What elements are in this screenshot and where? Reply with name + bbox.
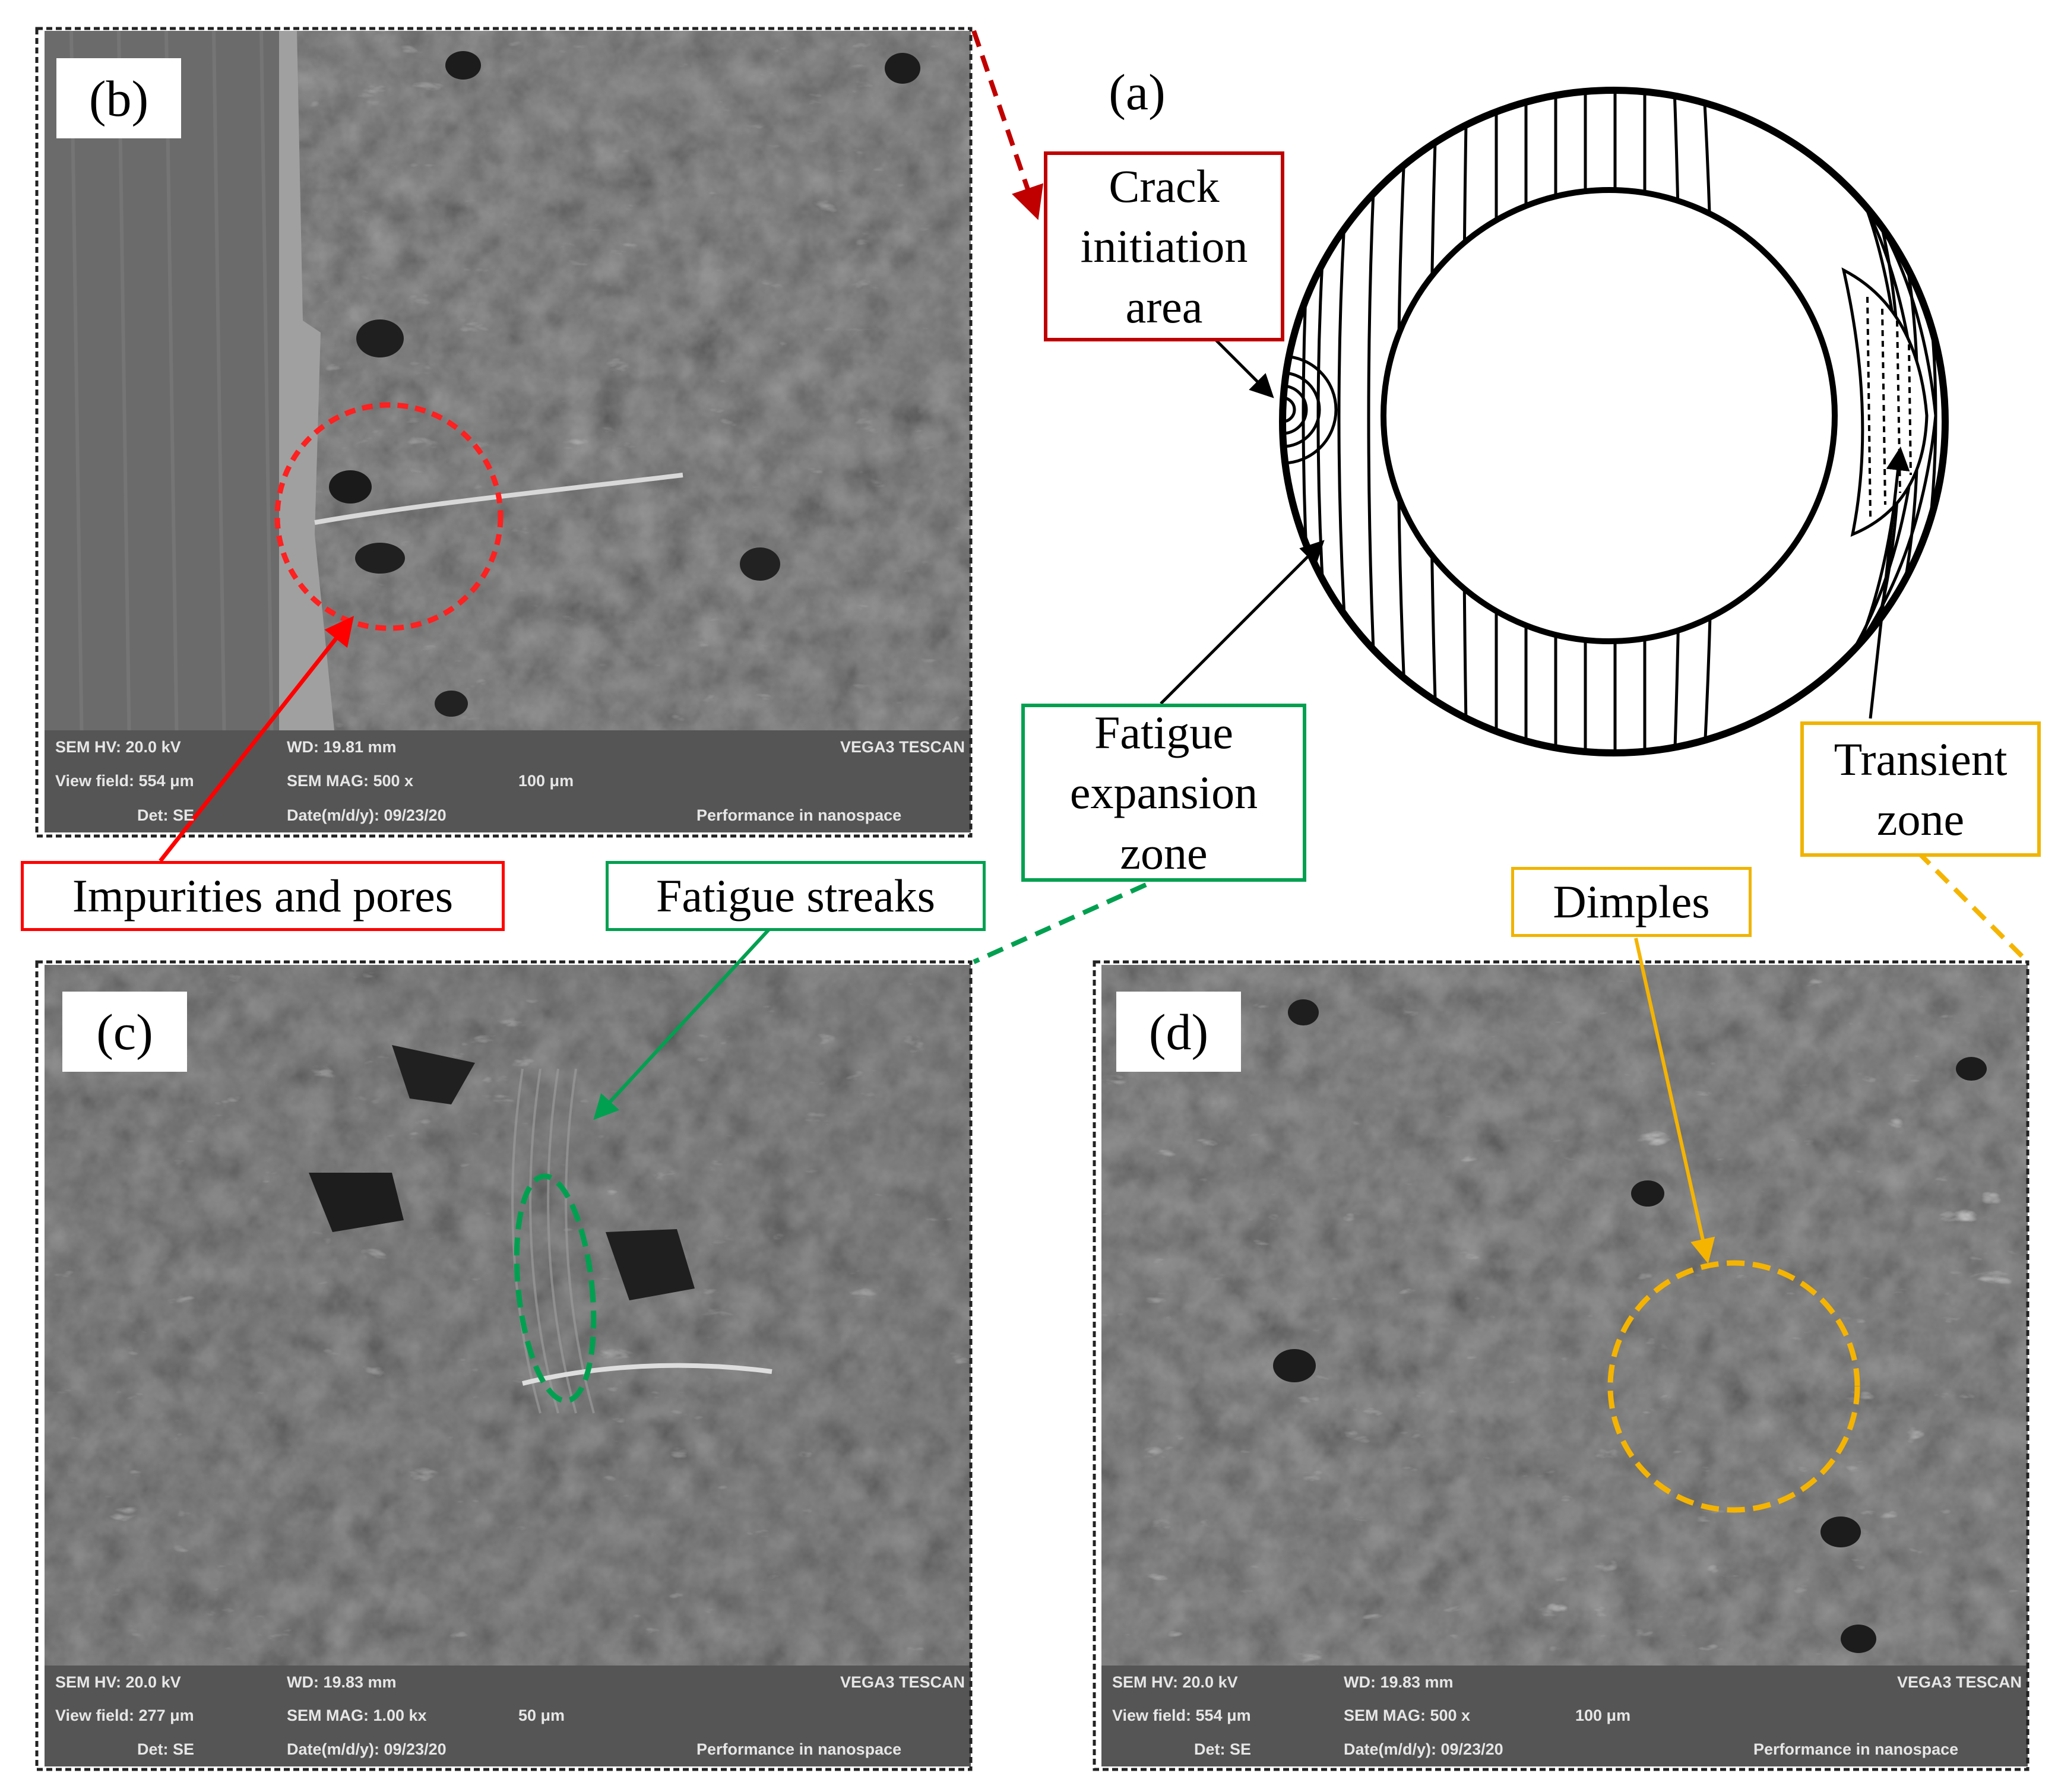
dimples-label: Dimples <box>1553 876 1710 928</box>
impurities-arrow <box>159 616 354 863</box>
dimples-arrow <box>1634 938 1715 1264</box>
connector-a-to-d <box>1916 850 2027 961</box>
panel-c-border <box>35 960 973 1771</box>
crack-initiation-line-3: area <box>1125 280 1203 333</box>
sem-image-b <box>45 31 971 832</box>
crack-initiation-line-2: initiation <box>1080 220 1248 273</box>
connector-b-to-a <box>971 30 1044 220</box>
sem-brand-c: VEGA3 TESCAN <box>840 1673 965 1691</box>
panel-d-border <box>1093 960 2029 1771</box>
sem-wd-c: WD: 19.83 mm <box>287 1673 397 1691</box>
sem-det-d: Det: SE <box>1193 1740 1252 1759</box>
sem-hv-b: SEM HV: 20.0 kV <box>55 738 181 756</box>
impurities-label: Impurities and pores <box>72 870 454 922</box>
sem-mag-d: SEM MAG: 500 x <box>1344 1706 1471 1725</box>
sem-mag-b: SEM MAG: 500 x <box>287 772 414 790</box>
sem-info-bar-b: SEM HV: 20.0 kV WD: 19.81 mm VEGA3 TESCA… <box>45 730 971 832</box>
fatigue-streaks-arrow <box>593 925 774 1120</box>
sem-image-c <box>45 965 971 1766</box>
sem-scalebar-d <box>1565 1666 1743 1699</box>
panel-tag-d: (d) <box>1116 992 1241 1072</box>
panel-tag-c: (c) <box>62 992 187 1072</box>
sem-hv-c: SEM HV: 20.0 kV <box>55 1673 181 1691</box>
sem-viewfield-b: View field: 554 μm <box>55 772 194 790</box>
sem-viewfield-d: View field: 554 μm <box>1112 1706 1251 1725</box>
sem-wd-d: WD: 19.83 mm <box>1344 1673 1454 1691</box>
sem-brand-b: VEGA3 TESCAN <box>840 738 965 756</box>
crack-initiation-callout: Crack initiation area <box>1044 151 1284 341</box>
fatigue-streaks-callout: Fatigue streaks <box>606 861 986 931</box>
sem-date-c: Date(m/d/y): 09/23/20 <box>287 1740 447 1759</box>
sem-brand-d: VEGA3 TESCAN <box>1896 1673 2022 1691</box>
impurities-callout: Impurities and pores <box>21 861 505 931</box>
impurities-highlight <box>274 402 504 631</box>
sem-slogan-d: Performance in nanospace <box>1753 1740 1959 1759</box>
panel-tag-a: (a) <box>1101 59 1173 125</box>
sem-det-c: Det: SE <box>137 1740 195 1759</box>
fatigue-streaks-highlight <box>514 1173 597 1404</box>
sem-slogan-c: Performance in nanospace <box>696 1740 902 1759</box>
sem-scalebar-c <box>508 1666 686 1699</box>
sem-scalebar-b <box>508 730 686 764</box>
sem-wd-b: WD: 19.81 mm <box>287 738 397 756</box>
fatigue-expansion-line-3: zone <box>1120 827 1208 879</box>
sem-viewfield-c: View field: 277 μm <box>55 1706 194 1725</box>
transient-zone-callout: Transient zone <box>1800 721 2041 857</box>
sem-info-bar-c: SEM HV: 20.0 kV WD: 19.83 mm VEGA3 TESCA… <box>45 1666 971 1766</box>
crack-initiation-line-1: Crack <box>1109 160 1220 212</box>
sem-image-d <box>1101 965 2028 1766</box>
sem-scale-c: 50 μm <box>518 1706 565 1725</box>
panel-tag-b: (b) <box>56 58 181 138</box>
sem-slogan-b: Performance in nanospace <box>696 806 902 824</box>
dimples-callout: Dimples <box>1511 867 1752 937</box>
sem-info-bar-d: SEM HV: 20.0 kV WD: 19.83 mm VEGA3 TESCA… <box>1101 1666 2028 1766</box>
transient-zone-arrow <box>1869 447 1910 719</box>
sem-mag-c: SEM MAG: 1.00 kx <box>287 1706 427 1725</box>
sem-date-d: Date(m/d/y): 09/23/20 <box>1344 1740 1503 1759</box>
fatigue-expansion-arrow <box>1160 540 1325 705</box>
connector-a-to-c <box>973 882 1147 964</box>
sem-date-b: Date(m/d/y): 09/23/20 <box>287 806 447 824</box>
dimples-highlight <box>1607 1260 1860 1513</box>
fracture-schematic-a <box>1279 87 1949 756</box>
sem-scale-b: 100 μm <box>518 772 574 790</box>
fatigue-expansion-line-1: Fatigue <box>1094 706 1233 758</box>
fatigue-streaks-label: Fatigue streaks <box>656 870 936 922</box>
transient-zone-line-2: zone <box>1876 793 1965 845</box>
sem-hv-d: SEM HV: 20.0 kV <box>1112 1673 1238 1691</box>
fatigue-expansion-line-2: expansion <box>1069 767 1258 819</box>
transient-zone-line-1: Transient <box>1834 733 2008 785</box>
sem-scale-d: 100 μm <box>1575 1706 1631 1725</box>
fatigue-expansion-callout: Fatigue expansion zone <box>1021 704 1306 882</box>
sem-det-b: Det: SE <box>137 806 195 824</box>
panel-b-border <box>35 27 973 838</box>
